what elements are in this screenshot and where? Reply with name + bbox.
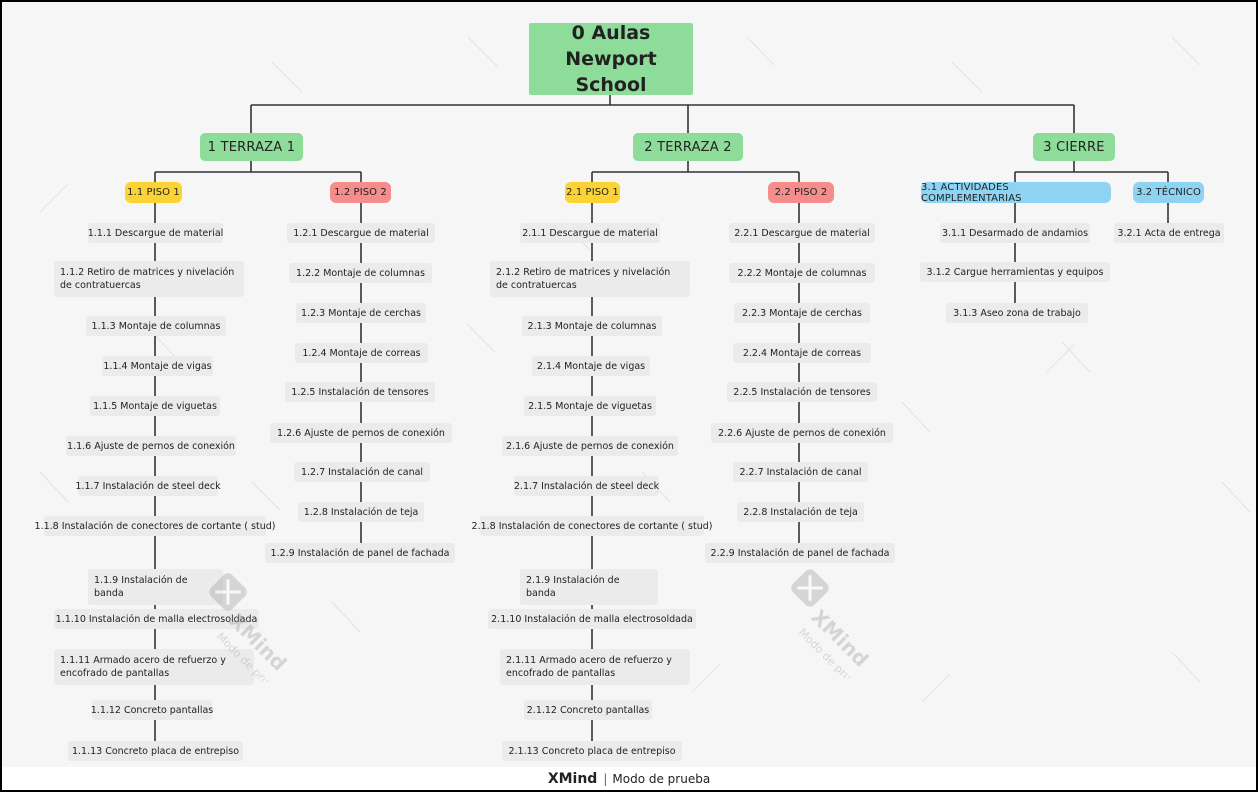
xmind-watermark-logo: XMind Modo de prueba <box>791 569 873 678</box>
task-item[interactable]: 2.2.5 Instalación de tensores <box>727 382 877 402</box>
task-item[interactable]: 2.1.13 Concreto placa de entrepiso <box>502 741 682 761</box>
task-item[interactable]: 2.1.7 Instalación de steel deck <box>514 476 659 496</box>
task-item[interactable]: 1.1.2 Retiro de matrices y nivelación de… <box>54 261 244 297</box>
task-item[interactable]: 2.1.6 Ajuste de pernos de conexión <box>502 436 678 456</box>
task-item[interactable]: 2.2.6 Ajuste de pernos de conexión <box>711 423 893 443</box>
branch-cierre[interactable]: 3 CIERRE <box>1033 133 1115 161</box>
task-item[interactable]: 2.1.5 Montaje de viguetas <box>524 396 656 416</box>
task-item[interactable]: 2.2.8 Instalación de teja <box>737 502 864 522</box>
task-item[interactable]: 2.1.10 Instalación de malla electrosolda… <box>488 609 696 629</box>
mindmap-canvas: 0 Aulas Newport School 1 TERRAZA 1 2 TER… <box>2 2 1256 767</box>
task-item[interactable]: 1.2.9 Instalación de panel de fachada <box>265 543 455 563</box>
footer-mode: Modo de prueba <box>612 771 711 786</box>
task-item[interactable]: 1.1.3 Montaje de columnas <box>86 316 226 336</box>
sub-topic-1-2[interactable]: 1.2 PISO 2 <box>330 182 391 203</box>
task-item[interactable]: 1.1.7 Instalación de steel deck <box>75 476 221 496</box>
task-item[interactable]: 1.2.4 Montaje de correas <box>295 343 428 363</box>
task-item[interactable]: 1.1.1 Descargue de material <box>88 223 223 243</box>
task-item[interactable]: 3.2.1 Acta de entrega <box>1114 223 1224 243</box>
task-item[interactable]: 1.1.8 Instalación de conectores de corta… <box>35 516 275 536</box>
task-item[interactable]: 2.1.4 Montaje de vigas <box>532 356 650 376</box>
task-item[interactable]: 1.1.12 Concreto pantallas <box>91 700 213 720</box>
task-item[interactable]: 2.2.1 Descargue de material <box>729 223 875 243</box>
task-item[interactable]: 1.2.6 Ajuste de pernos de conexión <box>270 423 452 443</box>
task-item[interactable]: 1.2.1 Descargue de material <box>287 223 435 243</box>
task-item[interactable]: 2.1.11 Armado acero de refuerzo y encofr… <box>500 649 690 685</box>
task-item[interactable]: 2.2.9 Instalación de panel de fachada <box>705 543 895 563</box>
footer-brand: XMind <box>547 770 598 787</box>
task-item[interactable]: 1.1.4 Montaje de vigas <box>102 356 213 376</box>
task-item[interactable]: 2.1.9 Instalación de banda <box>520 569 658 605</box>
task-item[interactable]: 3.1.1 Desarmado de andamios <box>940 223 1090 243</box>
task-item[interactable]: 2.1.12 Concreto pantallas <box>524 700 652 720</box>
task-item[interactable]: 1.1.11 Armado acero de refuerzo y encofr… <box>54 649 254 685</box>
sub-topic-3-2[interactable]: 3.2 TÉCNICO <box>1133 182 1204 203</box>
branch-terraza-2[interactable]: 2 TERRAZA 2 <box>633 133 743 161</box>
task-item[interactable]: 1.1.10 Instalación de malla electrosolda… <box>54 609 259 629</box>
task-item[interactable]: 2.1.2 Retiro de matrices y nivelación de… <box>490 261 690 297</box>
task-item[interactable]: 1.1.5 Montaje de viguetas <box>90 396 220 416</box>
task-item[interactable]: 3.1.2 Cargue herramientas y equipos <box>920 262 1110 282</box>
task-item[interactable]: 1.1.9 Instalación de banda <box>88 569 223 605</box>
footer-separator: | <box>603 771 608 786</box>
xmind-watermark-logo: XMind Modo de prueba <box>209 573 291 682</box>
task-item[interactable]: 2.2.2 Montaje de columnas <box>729 263 875 283</box>
sub-topic-2-1[interactable]: 2.1 PISO 1 <box>565 182 620 203</box>
sub-topic-1-1[interactable]: 1.1 PISO 1 <box>125 182 182 203</box>
task-item[interactable]: 2.1.3 Montaje de columnas <box>522 316 662 336</box>
task-item[interactable]: 2.1.8 Instalación de conectores de corta… <box>472 516 712 536</box>
task-item[interactable]: 2.1.1 Descargue de material <box>520 223 660 243</box>
task-item[interactable]: 1.2.3 Montaje de cerchas <box>296 303 426 323</box>
root-topic[interactable]: 0 Aulas Newport School <box>529 22 693 96</box>
task-item[interactable]: 2.2.4 Montaje de correas <box>733 343 871 363</box>
task-item[interactable]: 1.1.6 Ajuste de pernos de conexión <box>66 436 236 456</box>
task-item[interactable]: 1.1.13 Concreto placa de entrepiso <box>68 741 243 761</box>
task-item[interactable]: 2.2.7 Instalación de canal <box>733 462 868 482</box>
task-item[interactable]: 1.2.5 Instalación de tensores <box>285 382 435 402</box>
task-item[interactable]: 2.2.3 Montaje de cerchas <box>734 303 870 323</box>
sub-topic-2-2[interactable]: 2.2 PISO 2 <box>768 182 834 203</box>
task-item[interactable]: 1.2.7 Instalación de canal <box>294 462 430 482</box>
task-item[interactable]: 1.2.2 Montaje de columnas <box>289 263 432 283</box>
task-item[interactable]: 3.1.3 Aseo zona de trabajo <box>946 303 1088 323</box>
sub-topic-3-1[interactable]: 3.1 ACTIVIDADES COMPLEMENTARIAS <box>921 182 1111 204</box>
branch-terraza-1[interactable]: 1 TERRAZA 1 <box>200 133 303 161</box>
trial-footer: XMind | Modo de prueba <box>2 767 1256 790</box>
task-item[interactable]: 1.2.8 Instalación de teja <box>298 502 424 522</box>
